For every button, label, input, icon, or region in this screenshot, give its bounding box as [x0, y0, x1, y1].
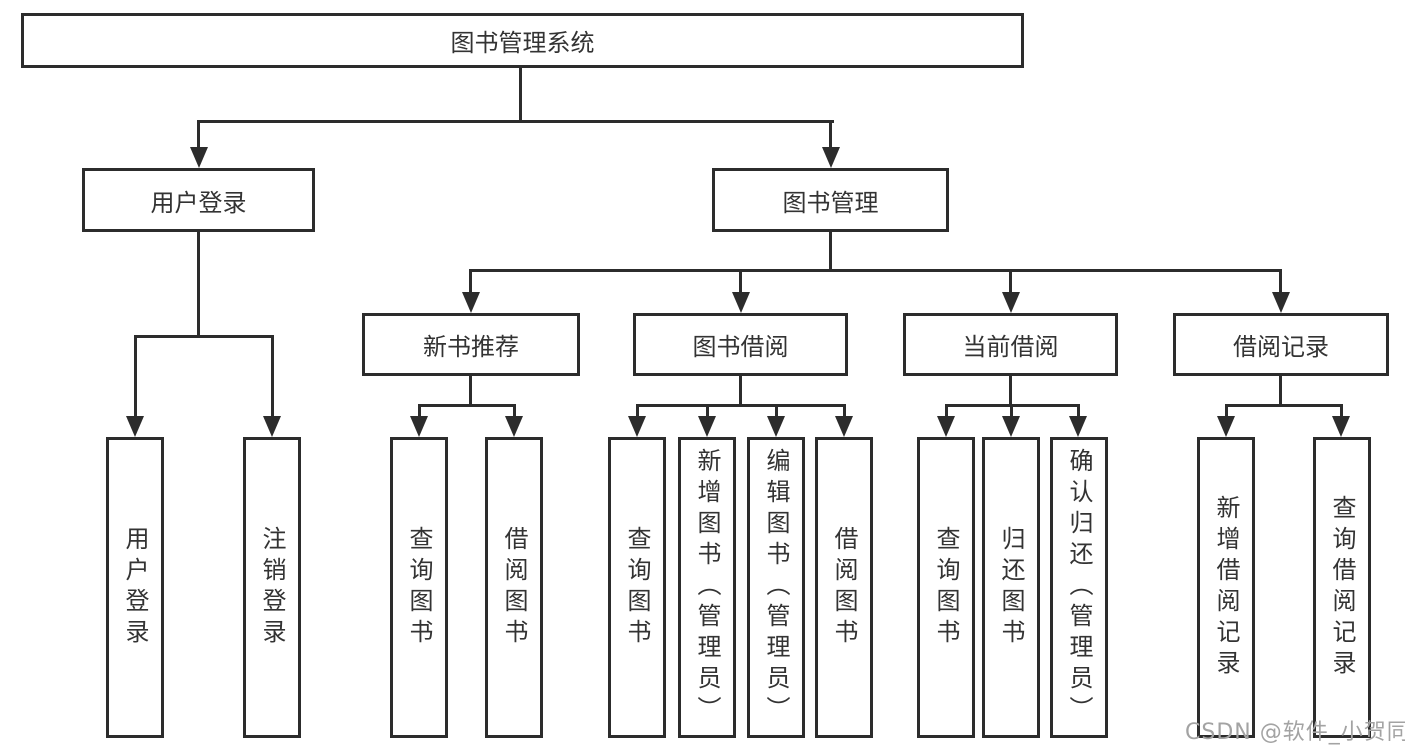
- connector-line: [469, 376, 472, 407]
- leaf-current-confirm-return-admin: 确认归还（管理员）: [1050, 437, 1108, 738]
- connector-line: [829, 120, 832, 148]
- leaf-records-query-record: 查询借阅记录: [1313, 437, 1371, 738]
- arrow-down-icon: [263, 416, 281, 437]
- leaf-current-return-books-label: 归还图书: [997, 525, 1025, 650]
- connector-line: [1279, 376, 1282, 407]
- connector-line: [739, 269, 742, 292]
- leaf-records-query-record-label: 查询借阅记录: [1328, 494, 1356, 681]
- connector-line: [134, 335, 274, 338]
- leaf-borrow-query-books-label: 查询图书: [623, 525, 651, 650]
- connector-line: [470, 269, 1282, 272]
- root-node-label: 图书管理系统: [450, 29, 595, 57]
- leaf-records-add-record: 新增借阅记录: [1197, 437, 1255, 738]
- leaf-current-query-books: 查询图书: [917, 437, 975, 738]
- connector-line: [1009, 269, 1012, 292]
- leaf-user-login: 用户登录: [106, 437, 164, 738]
- leaf-current-confirm-return-admin-label: 确认归还（管理员）: [1065, 448, 1093, 727]
- connector-line: [418, 404, 421, 416]
- connector-line: [418, 404, 516, 407]
- leaf-logout: 注销登录: [243, 437, 301, 738]
- branch-user-login-label: 用户登录: [150, 188, 247, 217]
- arrow-down-icon: [732, 292, 750, 313]
- connector-line: [706, 404, 709, 416]
- leaf-records-add-record-label: 新增借阅记录: [1212, 494, 1240, 681]
- connector-line: [197, 120, 200, 148]
- arrow-down-icon: [937, 416, 955, 437]
- connector-line: [843, 404, 846, 416]
- node-current-borrowing: 当前借阅: [903, 313, 1118, 376]
- leaf-recommend-query-books: 查询图书: [390, 437, 448, 738]
- node-borrowing-records: 借阅记录: [1173, 313, 1389, 376]
- leaf-borrow-edit-books-admin-label: 编辑图书（管理员）: [762, 448, 790, 727]
- connector-line: [636, 404, 639, 416]
- connector-line: [469, 269, 472, 292]
- leaf-recommend-borrow-books-label: 借阅图书: [500, 525, 528, 650]
- leaf-borrow-add-books-admin-label: 新增图书（管理员）: [693, 448, 721, 727]
- node-current-borrowing-label: 当前借阅: [962, 333, 1059, 361]
- connector-line: [739, 376, 742, 407]
- connector-line: [1010, 404, 1013, 416]
- leaf-current-query-books-label: 查询图书: [932, 525, 960, 650]
- connector-line: [829, 232, 832, 272]
- arrow-down-icon: [698, 416, 716, 437]
- arrow-down-icon: [767, 416, 785, 437]
- node-book-borrowing-label: 图书借阅: [692, 333, 789, 361]
- node-borrowing-records-label: 借阅记录: [1233, 333, 1329, 361]
- connector-line: [197, 232, 200, 338]
- connector-line: [636, 404, 846, 407]
- arrow-down-icon: [505, 416, 523, 437]
- watermark: CSDN @软件_小贺同学: [1185, 720, 1405, 745]
- connector-line: [519, 68, 522, 123]
- leaf-borrow-query-books: 查询图书: [608, 437, 666, 738]
- arrow-down-icon: [628, 416, 646, 437]
- node-book-borrowing: 图书借阅: [633, 313, 848, 376]
- arrow-down-icon: [1332, 416, 1350, 437]
- connector-line: [134, 335, 137, 416]
- root-node-library-management-system: 图书管理系统: [21, 13, 1024, 68]
- arrow-down-icon: [462, 292, 480, 313]
- connector-line: [1009, 376, 1012, 407]
- connector-line: [1279, 269, 1282, 292]
- leaf-borrow-borrow-books: 借阅图书: [815, 437, 873, 738]
- arrow-down-icon: [190, 147, 208, 168]
- arrow-down-icon: [126, 416, 144, 437]
- node-new-book-recommendation-label: 新书推荐: [423, 333, 519, 361]
- leaf-current-return-books: 归还图书: [982, 437, 1040, 738]
- branch-user-login: 用户登录: [82, 168, 315, 232]
- leaf-borrow-add-books-admin: 新增图书（管理员）: [678, 437, 736, 738]
- branch-book-management: 图书管理: [712, 168, 949, 232]
- connector-line: [1225, 404, 1228, 416]
- connector-line: [197, 120, 834, 123]
- arrow-down-icon: [1002, 292, 1020, 313]
- connector-line: [513, 404, 516, 416]
- arrow-down-icon: [1272, 292, 1290, 313]
- arrow-down-icon: [1217, 416, 1235, 437]
- leaf-recommend-borrow-books: 借阅图书: [485, 437, 543, 738]
- connector-line: [945, 404, 948, 416]
- arrow-down-icon: [410, 416, 428, 437]
- arrow-down-icon: [1069, 416, 1087, 437]
- leaf-user-login-label: 用户登录: [121, 525, 149, 650]
- connector-line: [271, 335, 274, 416]
- connector-line: [1077, 404, 1080, 416]
- arrow-down-icon: [822, 147, 840, 168]
- arrow-down-icon: [835, 416, 853, 437]
- node-new-book-recommendation: 新书推荐: [362, 313, 580, 376]
- leaf-borrow-borrow-books-label: 借阅图书: [830, 525, 858, 650]
- connector-line: [1340, 404, 1343, 416]
- leaf-borrow-edit-books-admin: 编辑图书（管理员）: [747, 437, 805, 738]
- arrow-down-icon: [1002, 416, 1020, 437]
- connector-line: [1225, 404, 1343, 407]
- leaf-recommend-query-books-label: 查询图书: [405, 525, 433, 650]
- branch-book-management-label: 图书管理: [782, 188, 879, 217]
- leaf-logout-label: 注销登录: [258, 525, 286, 650]
- connector-line: [775, 404, 778, 416]
